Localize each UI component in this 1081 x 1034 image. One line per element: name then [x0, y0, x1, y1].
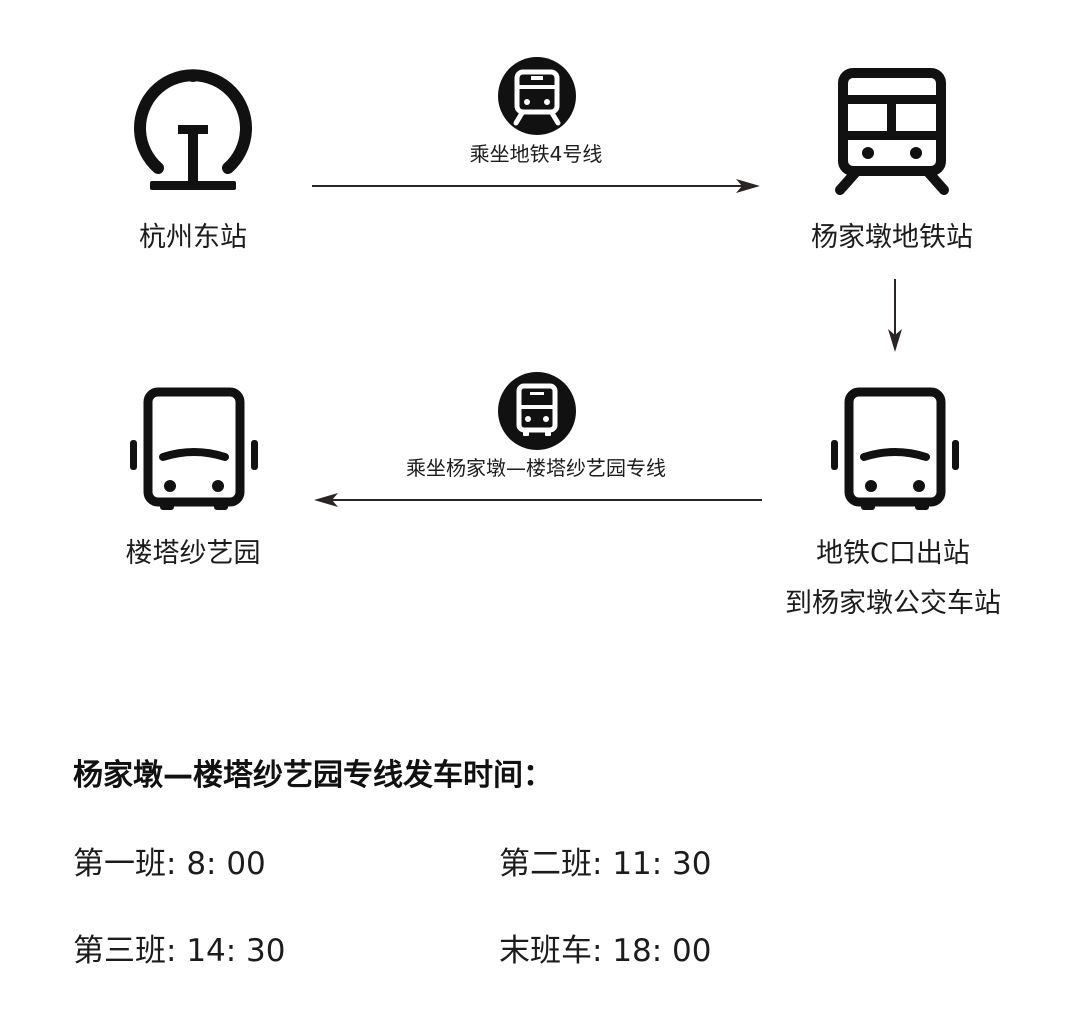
schedule-label: 第三班: [73, 933, 177, 969]
station-loutasha: 楼塔纱艺园 [125, 538, 261, 569]
schedule-time: 14: 30 [186, 933, 286, 969]
schedule-label: 末班车: [499, 933, 603, 969]
station-yangjiadun-metro: 杨家墩地铁站 [811, 222, 973, 253]
arrow-right [312, 179, 760, 193]
schedule-item-2: 第二班: 11: 30 [499, 845, 712, 883]
route-label-metro: 乘坐地铁4号线 [469, 142, 603, 166]
schedule-heading: 杨家墩—楼塔纱艺园专线发车时间： [73, 758, 553, 793]
schedule-time: 18: 00 [612, 933, 712, 969]
bus-badge-icon [498, 372, 576, 450]
railway-logo-icon [134, 69, 252, 190]
arrow-left [314, 493, 762, 507]
schedule-time: 8: 00 [186, 846, 266, 882]
station-hangzhou-east: 杭州东站 [139, 222, 247, 253]
schedule-item-1: 第一班: 8: 00 [73, 845, 266, 883]
schedule-label: 第二班: [499, 846, 603, 882]
metro-train-icon [835, 68, 949, 195]
schedule-item-3: 第三班: 14: 30 [73, 932, 286, 970]
bus-front-icon [831, 387, 959, 510]
route-label-bus: 乘坐杨家墩—楼塔纱艺园专线 [406, 456, 666, 480]
schedule-item-4: 末班车: 18: 00 [499, 932, 712, 970]
bus-front-icon [130, 387, 258, 510]
arrow-down [888, 279, 902, 352]
metro-badge-icon [498, 57, 576, 135]
schedule-time: 11: 30 [612, 846, 712, 882]
exit-instruction-line2: 到杨家墩公交车站 [785, 588, 1001, 619]
schedule-label: 第一班: [73, 846, 177, 882]
exit-instruction-line1: 地铁C口出站 [816, 538, 970, 569]
